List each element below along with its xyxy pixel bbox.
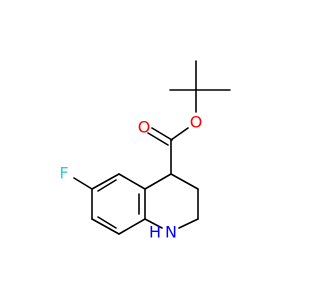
- fluorine-atom-label: F: [59, 164, 68, 183]
- molecule-diagram: F O O N H: [59, 60, 231, 242]
- ester-oxygen-atom-label: O: [190, 113, 203, 132]
- amine-hydrogen-label: H: [149, 223, 161, 242]
- bond-aromatic-inner-2: [97, 216, 117, 229]
- bond-o-ester-c: [170, 127, 189, 141]
- bond-carbonyl-c-o-1: [151, 127, 173, 141]
- bond-c6-f: [73, 177, 93, 190]
- amine-nitrogen-label: N: [165, 223, 177, 242]
- bond-c8a-c8: [118, 218, 146, 235]
- bond-c8-c7: [91, 218, 120, 235]
- bond-n-c8a: [144, 218, 163, 229]
- structure-canvas: F O O N H: [59, 60, 231, 242]
- bond-carbonyl-c-o-2: [147, 132, 169, 146]
- bond-c6-c5: [91, 173, 120, 190]
- bond-c4-c4a: [144, 173, 172, 190]
- bond-c5-c4a: [118, 173, 146, 190]
- bond-c2-n: [178, 218, 199, 229]
- bond-c4-c3: [170, 173, 199, 190]
- bond-aromatic-inner-3: [97, 179, 117, 192]
- carbonyl-oxygen-atom-label: O: [138, 118, 151, 137]
